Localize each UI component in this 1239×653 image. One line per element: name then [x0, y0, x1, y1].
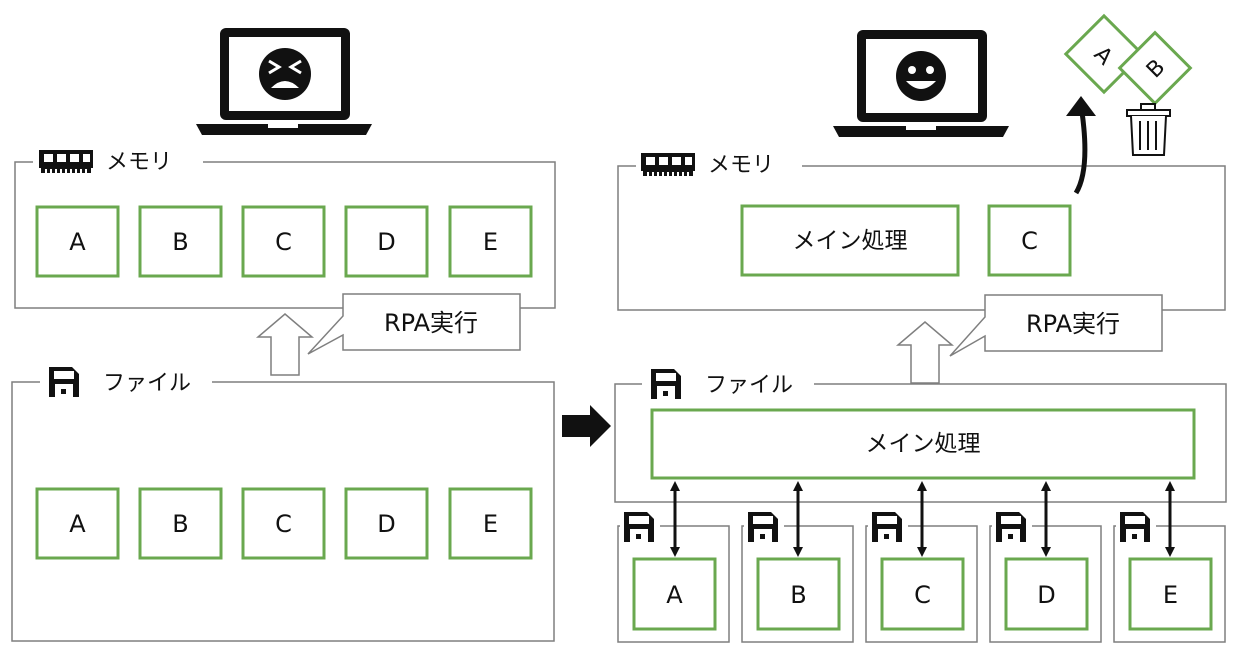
sub-file-box-e: E [1163, 581, 1178, 609]
discarded-box-b [1117, 30, 1193, 106]
left-file-boxes: A B C D E [35, 487, 533, 560]
floppy-disk-icon [49, 367, 79, 397]
floppy-disk-icon [1120, 512, 1150, 542]
right-memory-loaded-box: C [1021, 227, 1038, 255]
memory-chip-icon [641, 153, 695, 176]
left-callout: RPA実行 [307, 293, 521, 355]
left-memory-boxes: A B C D E [35, 205, 533, 278]
left-file-label: ファイル [103, 371, 191, 396]
left-memory-label: メモリ [106, 150, 172, 175]
sub-file-box-d: D [1037, 581, 1055, 609]
left-memory-box-e: E [483, 228, 498, 256]
floppy-disk-icon [996, 512, 1026, 542]
transition-arrow [562, 405, 611, 447]
floppy-disk-icon [748, 512, 778, 542]
right-callout-text: RPA実行 [1026, 310, 1120, 338]
left-memory-box-d: D [377, 228, 395, 256]
smiling-face-icon [896, 51, 946, 101]
tired-face-icon [259, 48, 311, 100]
trash-can-icon [1126, 103, 1171, 156]
right-memory-container [617, 165, 1226, 311]
left-memory-box-c: C [275, 228, 292, 256]
right-memory-label: メモリ [708, 153, 774, 178]
left-load-arrow [255, 313, 315, 376]
laptop-smiling-icon [833, 30, 1009, 137]
left-file-box-b: B [172, 510, 188, 538]
right-file-main: メイン処理 [866, 431, 981, 457]
sub-file-box-a: A [666, 581, 683, 609]
left-memory-box-b: B [172, 228, 188, 256]
left-file-container [11, 381, 555, 642]
left-file-box-a: A [69, 510, 86, 538]
release-arrow [1073, 111, 1088, 195]
floppy-disk-icon [872, 512, 902, 542]
right-memory-main: メイン処理 [793, 228, 908, 254]
left-file-box-d: D [377, 510, 395, 538]
sub-file-box-c: C [914, 581, 931, 609]
right-load-arrow [895, 321, 955, 384]
left-file-box-e: E [483, 510, 498, 538]
memory-chip-icon [39, 150, 93, 173]
sub-file-box-b: B [790, 581, 806, 609]
left-memory-container [14, 161, 556, 309]
laptop-tired-icon [196, 28, 372, 135]
sub-file-boxes: A B C D E [632, 557, 1213, 631]
right-callout: RPA実行 [949, 294, 1163, 357]
left-callout-text: RPA実行 [384, 309, 478, 337]
floppy-disk-icon [624, 512, 654, 542]
right-file-label: ファイル [705, 373, 793, 398]
left-memory-box-a: A [69, 228, 86, 256]
left-file-box-c: C [275, 510, 292, 538]
floppy-disk-icon [651, 369, 681, 399]
link-arrows [670, 481, 1175, 557]
